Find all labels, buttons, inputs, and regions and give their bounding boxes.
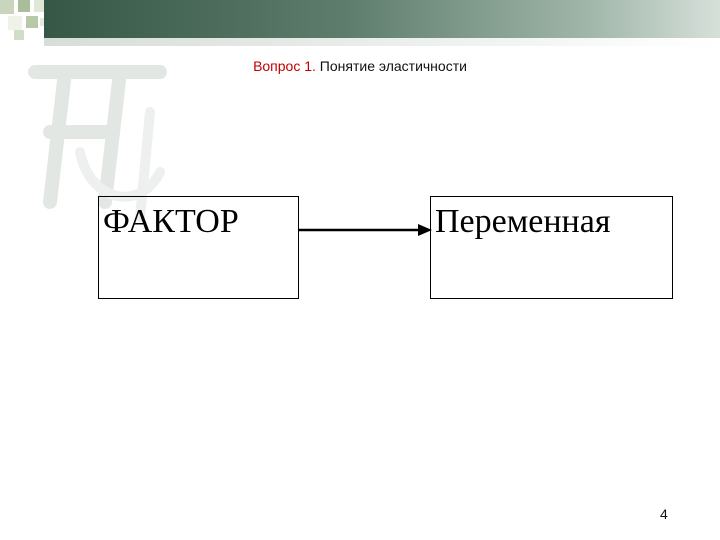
- title-question-number: Вопрос 1.: [253, 58, 316, 74]
- decor-square: [14, 30, 24, 40]
- header-band: [44, 0, 720, 38]
- header-underline: [44, 38, 720, 46]
- watermark-logo: [28, 65, 167, 222]
- page-number: 4: [660, 506, 668, 522]
- node-variable: Переменная: [430, 196, 673, 299]
- title-text: Понятие эластичности: [315, 58, 467, 74]
- node-factor-label: ФАКТОР: [103, 203, 239, 240]
- decor-square: [8, 16, 22, 30]
- arrow-connector: [298, 224, 432, 236]
- decor-square: [26, 16, 38, 28]
- decor-square: [18, 0, 30, 12]
- decor-square: [0, 0, 14, 14]
- decor-square: [34, 0, 46, 12]
- slide-title: Вопрос 1. Понятие эластичности: [0, 58, 720, 74]
- node-variable-label: Переменная: [435, 203, 611, 240]
- node-factor: ФАКТОР: [98, 196, 299, 299]
